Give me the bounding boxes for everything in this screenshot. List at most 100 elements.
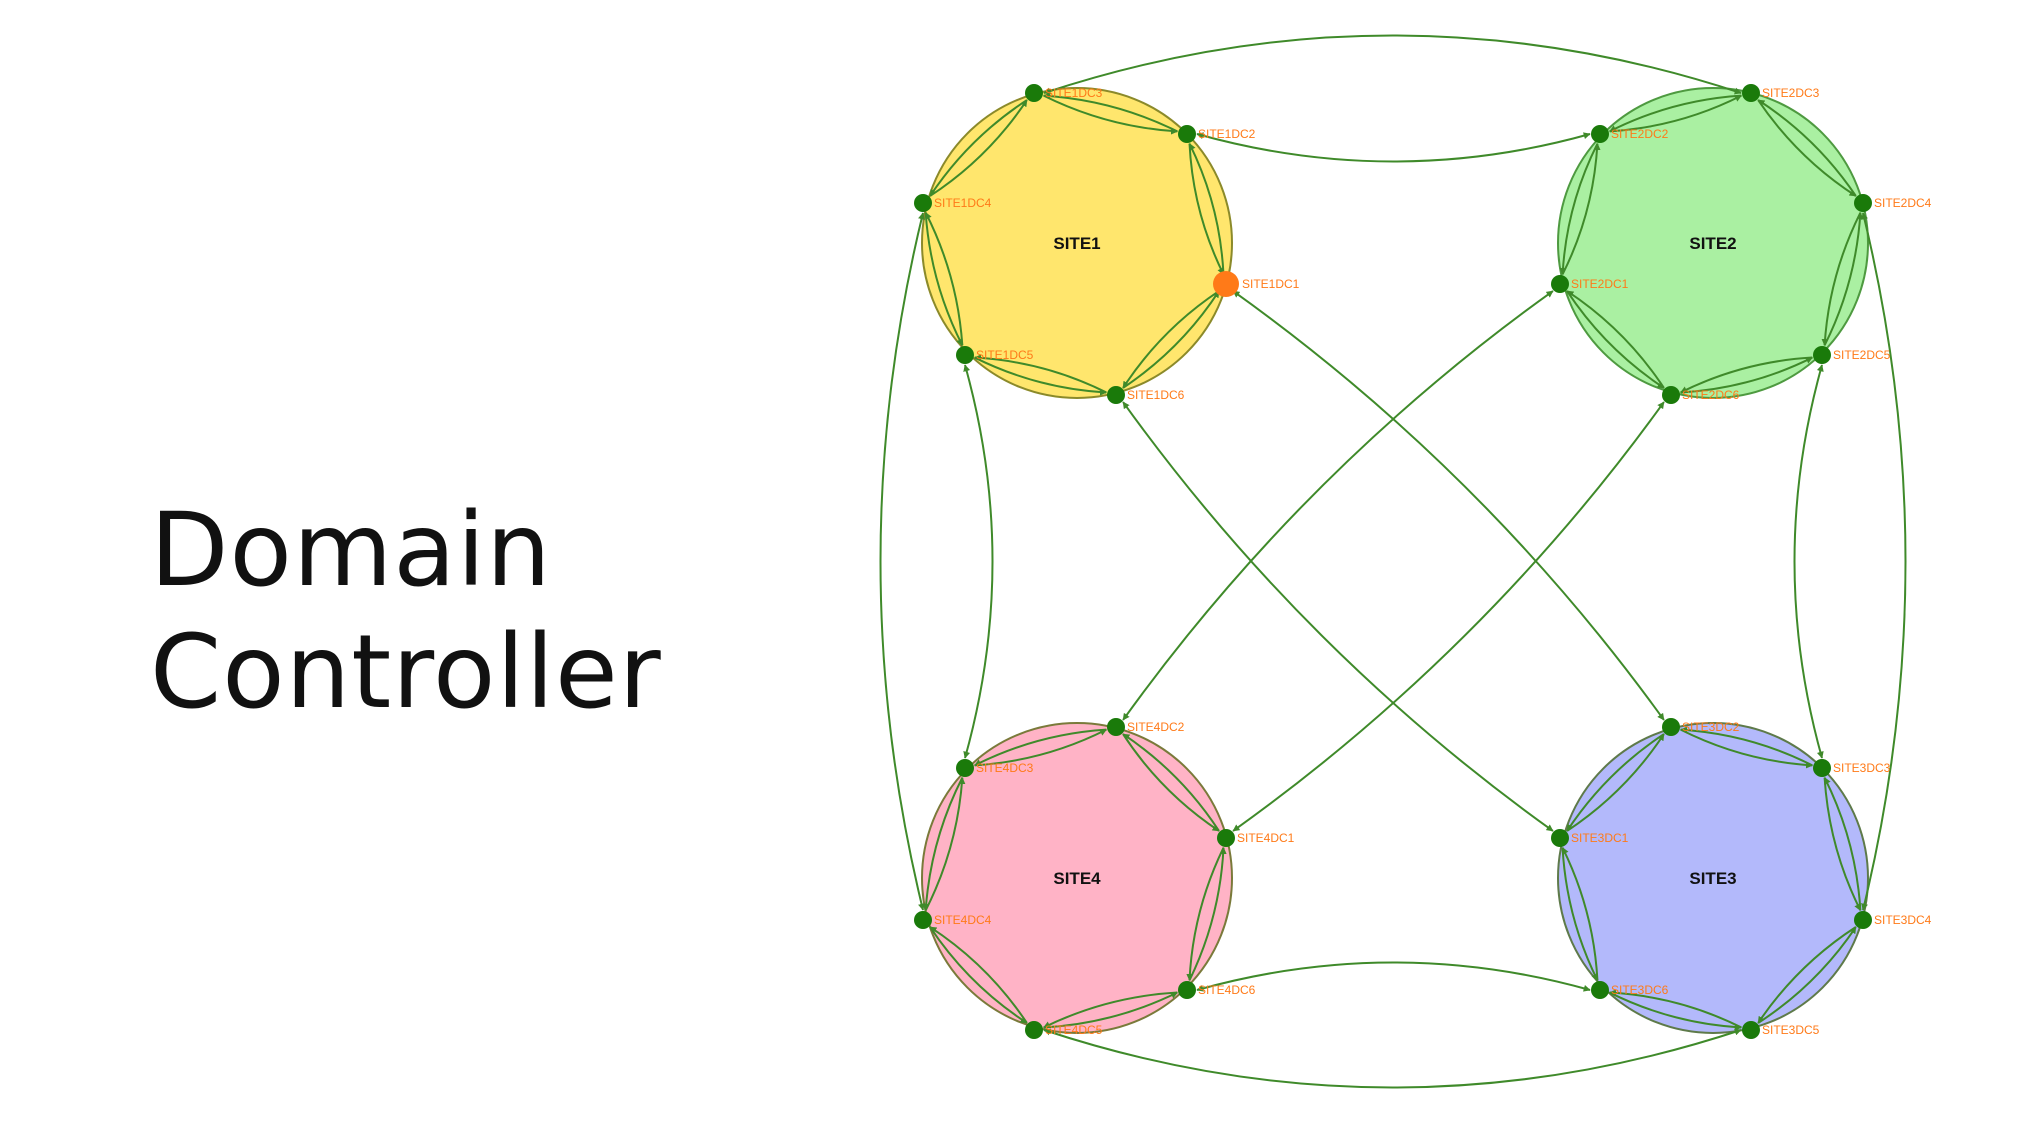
dc-node-label-site1dc3: SITE1DC3 [1045,86,1103,100]
replication-edge-s3d6-s4d6 [1196,961,1591,992]
replication-edge-s3d4-s3d3 [1823,777,1862,911]
replication-edge-s2d1-s2d2 [1561,142,1601,275]
dc-node-site4dc5[interactable] [1025,1021,1043,1039]
dc-node-site3dc1[interactable] [1551,829,1569,847]
dc-node-site4dc4[interactable] [914,911,932,929]
dc-node-site4dc3[interactable] [956,759,974,777]
replication-edge-s3d2-s3d3 [1680,728,1814,769]
replication-edge-s1d6-s3d1 [1122,401,1554,832]
replication-edge-s3d3-s3d4 [1823,777,1862,911]
replication-edge-s4d1-s4d6 [1186,847,1225,982]
replication-edge-s4d3-s4d4 [922,777,964,912]
replication-edge-s1d5-s1d6 [974,356,1108,396]
dc-node-label-site1dc5: SITE1DC5 [976,348,1034,362]
dc-node-site2dc4[interactable] [1854,194,1872,212]
dc-node-label-site2dc4: SITE2DC4 [1874,196,1932,210]
replication-edge-s1d3-s1d4 [929,99,1028,197]
dc-node-site2dc1[interactable] [1551,275,1569,293]
dc-node-label-site4dc4: SITE4DC4 [934,913,992,927]
dc-node-site3dc2[interactable] [1662,718,1680,736]
title-line-2: Controller [150,613,662,732]
replication-edge-s4d6-s4d1 [1188,846,1227,981]
dc-node-label-site3dc3: SITE3DC3 [1833,761,1891,775]
dc-node-label-site1dc4: SITE1DC4 [934,196,992,210]
replication-edge-s3d6-s3d5 [1609,991,1743,1031]
dc-node-label-site3dc2: SITE3DC2 [1682,720,1740,734]
dc-node-site1dc6[interactable] [1107,386,1125,404]
replication-edge-s2d1-s4d2 [1122,290,1554,721]
dc-node-site2dc2[interactable] [1591,125,1609,143]
dc-node-label-site3dc6: SITE3DC6 [1611,983,1669,997]
replication-edge-s3d3-s3d2 [1679,726,1813,767]
replication-edge-s1d3-s2d3 [1043,34,1742,95]
site-site2-label: SITE2 [1689,234,1736,253]
replication-edge-s2d2-s2d1 [1559,143,1599,276]
replication-edge-s2d3-s2d4 [1757,99,1857,197]
dc-node-label-site4dc2: SITE4DC2 [1127,720,1185,734]
replication-edge-s3d5-s3d6 [1608,989,1742,1029]
replication-edge-s2d4-s2d3 [1757,99,1857,197]
dc-node-site1dc3[interactable] [1025,84,1043,102]
replication-edge-s3d6-s3d1 [1561,847,1599,981]
replication-edge-s2d6-s2d5 [1680,356,1813,394]
replication-edge-s2d4-s2d5 [1821,212,1862,347]
dc-node-label-site1dc2: SITE1DC2 [1198,127,1256,141]
dc-node-label-site4dc3: SITE4DC3 [976,761,1034,775]
site-site1-label: SITE1 [1053,234,1100,253]
replication-edge-s3d5-s4d5 [1043,1028,1742,1089]
dc-node-site4dc2[interactable] [1107,718,1125,736]
dc-node-site4dc1[interactable] [1217,829,1235,847]
replication-edge-s4d3-s1d5 [963,364,994,759]
replication-edge-s1d4-s1d5 [924,212,964,346]
dc-node-site3dc5[interactable] [1742,1021,1760,1039]
dc-node-label-site2dc1: SITE2DC1 [1571,277,1629,291]
dc-node-label-site2dc5: SITE2DC5 [1833,348,1891,362]
replication-edge-s1d1-s3d2 [1232,290,1665,721]
replication-edge-s4d4-s1d4 [879,212,925,911]
dc-node-label-site1dc1: SITE1DC1 [1242,277,1300,291]
replication-edge-s1d4-s1d3 [929,99,1028,197]
replication-edge-s2d5-s3d3 [1793,364,1824,759]
replication-edge-s1d2-s1d3 [1042,92,1178,133]
replication-edge-s2d2-s2d3 [1609,94,1742,133]
replication-edge-s3d1-s3d6 [1561,847,1599,981]
dc-node-label-site2dc6: SITE2DC6 [1682,388,1740,402]
nodes-layer: SITE1DC1 SITE1DC2 SITE1DC3SITE1DC4SITE1DC5… [914,84,1932,1039]
replication-edge-s2d3-s2d2 [1609,94,1742,133]
dc-node-site1dc5[interactable] [956,346,974,364]
dc-node-label-site3dc4: SITE3DC4 [1874,913,1932,927]
edges-layer [879,34,1907,1089]
dc-node-site3dc4[interactable] [1854,911,1872,929]
site-site4-label: SITE4 [1053,869,1101,888]
replication-edge-s4d3-s4d2 [974,728,1107,767]
dc-node-label-site4dc6: SITE4DC6 [1198,983,1256,997]
replication-edge-s2d5-s2d4 [1823,211,1864,346]
slide-title: Domain Controller [150,490,662,734]
dc-node-site3dc6[interactable] [1591,981,1609,999]
replication-edge-s1d1-s1d2 [1188,143,1225,275]
dc-node-site1dc1[interactable] [1213,271,1239,297]
dc-node-label-site3dc1: SITE3DC1 [1571,831,1629,845]
replication-edge-s1d2-s1d1 [1188,143,1225,275]
replication-edge-s1d5-s1d4 [924,212,964,346]
dc-node-site2dc5[interactable] [1813,346,1831,364]
dc-node-site1dc4[interactable] [914,194,932,212]
replication-edge-s1d2-s2d2 [1196,132,1591,163]
dc-node-label-site4dc1: SITE4DC1 [1237,831,1295,845]
replication-edge-s1d6-s1d5 [973,354,1107,394]
dc-node-site2dc3[interactable] [1742,84,1760,102]
dc-node-site1dc2[interactable] [1178,125,1196,143]
replication-edge-s2d6-s4d1 [1232,401,1665,832]
dc-node-label-site2dc3: SITE2DC3 [1762,86,1820,100]
title-line-1: Domain [150,491,552,610]
replication-edge-s3d4-s3d5 [1757,926,1857,1024]
dc-node-site3dc3[interactable] [1813,759,1831,777]
replication-edge-s2d4-s3d4 [1861,212,1907,911]
replication-edge-s4d6-s4d5 [1043,991,1178,1029]
dc-node-site4dc6[interactable] [1178,981,1196,999]
dc-node-site2dc6[interactable] [1662,386,1680,404]
replication-edge-s2d5-s2d6 [1680,356,1813,394]
replication-edge-s4d5-s4d4 [929,926,1028,1024]
